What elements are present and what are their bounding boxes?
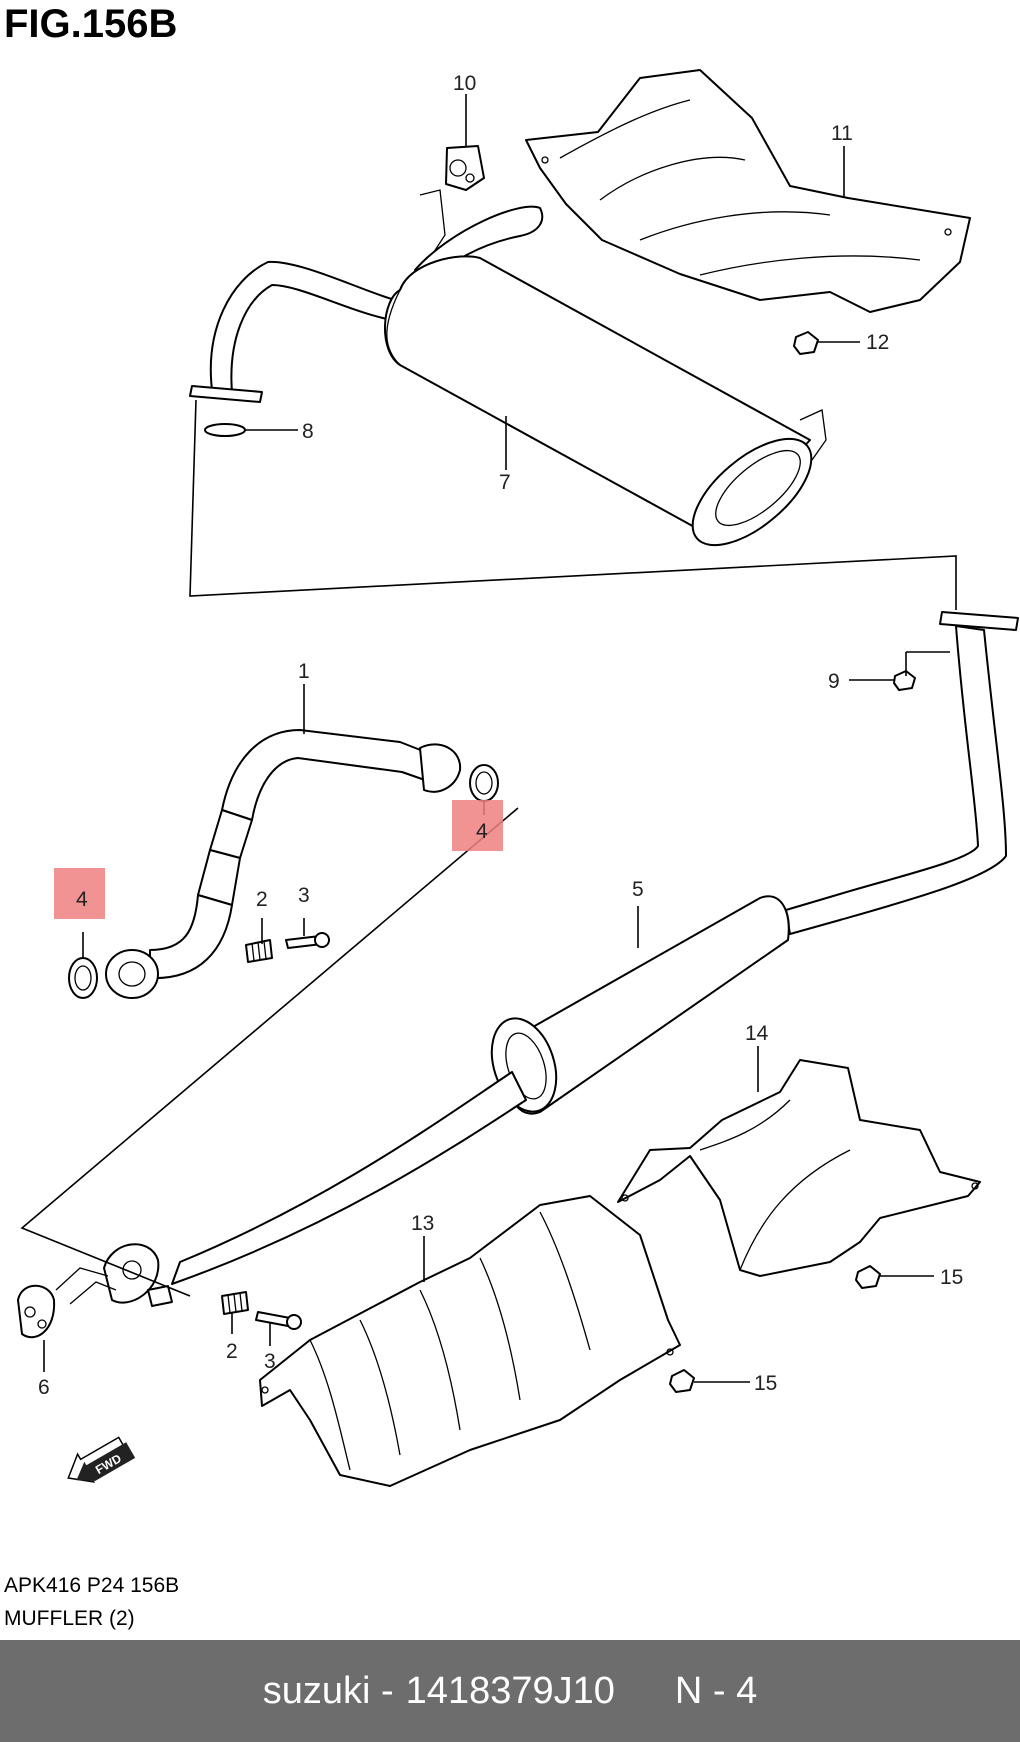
part-5-center-pipe[interactable]	[103, 611, 1019, 1307]
figure-title: FIG.156B	[4, 2, 178, 46]
connector-front-assembly	[20, 807, 519, 1297]
callout-10: 10	[453, 72, 476, 95]
part-14-heat-shield[interactable]	[617, 1059, 981, 1277]
callout-6: 6	[38, 1376, 50, 1399]
leader-lines	[43, 94, 950, 1383]
part-11-heat-shield[interactable]	[525, 69, 971, 313]
part-12-nut[interactable]	[793, 331, 819, 355]
callout-3-lower: 3	[264, 1350, 276, 1373]
footer-brand: suzuki -	[262, 1669, 394, 1712]
part-15-nut-upper[interactable]	[855, 1265, 881, 1289]
part-4-gasket-front[interactable]	[68, 957, 98, 999]
footer-part-number: 1418379J10	[405, 1669, 615, 1712]
highlight-part-4-rear	[452, 800, 503, 851]
part-2-spring-upper[interactable]	[245, 939, 273, 963]
callout-2-upper: 2	[256, 888, 268, 911]
part-1-front-pipe[interactable]	[105, 729, 462, 999]
callout-15-upper: 15	[940, 1266, 963, 1289]
callout-13: 13	[411, 1212, 434, 1235]
callout-2-lower: 2	[226, 1340, 238, 1363]
exploded-parts-diagram: 10 11 12 8 7 9 1 4 4 2 3 5 14 13 15 15 2…	[17, 69, 1019, 1487]
callout-1: 1	[298, 660, 310, 683]
part-9-nut[interactable]	[893, 670, 916, 691]
part-10-hanger[interactable]	[445, 145, 485, 191]
part-3-bolt-lower[interactable]	[255, 1311, 302, 1330]
callout-3-upper: 3	[298, 884, 310, 907]
callout-7: 7	[499, 471, 511, 494]
part-2-spring-lower[interactable]	[221, 1291, 249, 1315]
footer-quantity: N - 4	[674, 1669, 758, 1712]
callout-9: 9	[828, 670, 840, 693]
callout-4-rear: 4	[476, 820, 488, 843]
footer-bar: suzuki - 1418379J10 N - 4	[0, 1640, 1020, 1742]
callout-8: 8	[302, 420, 314, 443]
part-15-nut-lower[interactable]	[669, 1369, 695, 1393]
part-6-hanger-bracket[interactable]	[17, 1267, 117, 1339]
callout-11: 11	[831, 122, 853, 145]
diagram-name: MUFFLER (2)	[4, 1607, 135, 1630]
part-3-bolt-upper[interactable]	[285, 932, 330, 949]
part-8-gasket[interactable]	[204, 423, 246, 437]
connector-rear-assembly	[189, 399, 957, 610]
callout-5: 5	[632, 878, 644, 901]
part-4-gasket-rear[interactable]	[469, 764, 499, 802]
callout-14: 14	[745, 1022, 769, 1045]
diagram-code: APK416 P24 156B	[4, 1574, 180, 1597]
part-13-heat-shield[interactable]	[259, 1195, 681, 1487]
callout-15-lower: 15	[754, 1372, 777, 1395]
highlight-part-4-front	[54, 868, 105, 919]
fwd-arrow-icon: FWD	[67, 1436, 136, 1483]
part-7-rear-muffler[interactable]	[189, 189, 829, 564]
callout-4-front: 4	[76, 888, 88, 911]
callout-12: 12	[866, 331, 889, 354]
